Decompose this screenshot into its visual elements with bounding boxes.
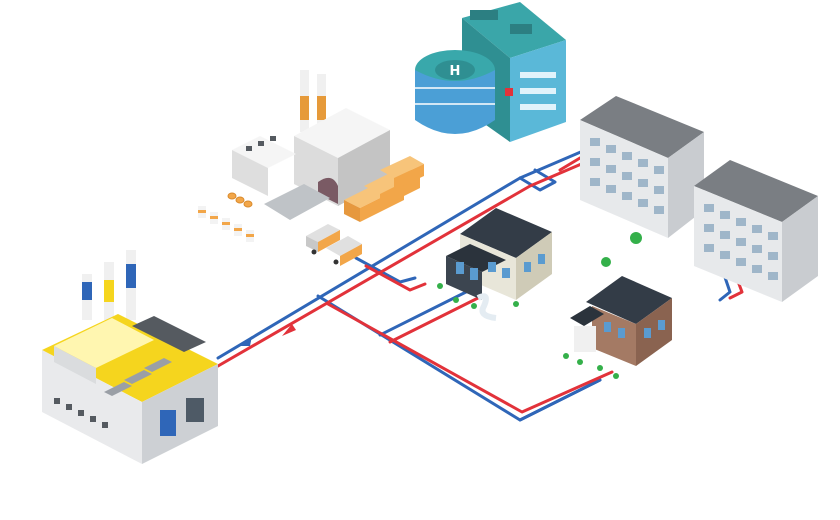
tree-2	[601, 257, 611, 267]
cottage-house	[563, 276, 672, 379]
return-to-cottage	[518, 378, 602, 422]
supply-to-house	[388, 296, 480, 344]
tree-1	[630, 232, 642, 244]
supply-to-factory	[364, 264, 427, 292]
apartment-building-2	[694, 160, 818, 302]
apartment-building-1	[580, 96, 704, 238]
shipping-containers	[344, 156, 424, 222]
return-to-hospital	[518, 168, 557, 192]
plant-door	[160, 410, 176, 436]
return-flow-arrow	[238, 336, 252, 346]
solar-panels	[132, 316, 206, 352]
storage-drums	[198, 206, 254, 242]
return-to-house	[378, 288, 472, 337]
delivery-trucks	[306, 224, 362, 266]
helipad	[435, 60, 475, 80]
supply-to-hospital	[558, 156, 582, 172]
supply-main-to-apartments	[216, 154, 602, 368]
power-plant	[42, 250, 218, 464]
hospital-building: H	[415, 2, 566, 142]
helipad-sign: H	[450, 64, 461, 79]
supply-flow-arrow	[282, 324, 296, 336]
modern-house	[437, 208, 552, 321]
return-to-factory	[354, 256, 417, 284]
factory-complex	[198, 70, 424, 266]
